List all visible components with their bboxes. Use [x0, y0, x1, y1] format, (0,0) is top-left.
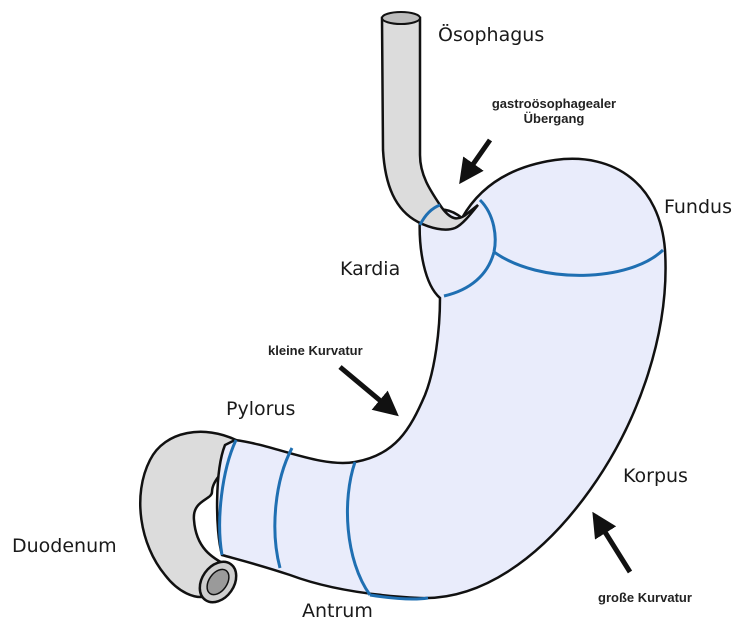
oesophagus-opening [382, 12, 420, 24]
label-duodenum: Duodenum [12, 535, 117, 557]
label-grosse-kurvatur: große Kurvatur [598, 590, 692, 605]
label-ge-junction-line1: gastroösophagealer [474, 96, 634, 111]
label-kardia: Kardia [340, 258, 400, 280]
label-korpus: Korpus [623, 465, 688, 487]
label-antrum: Antrum [302, 600, 373, 622]
arrow-grosse-kurvatur [595, 516, 630, 572]
label-oesophagus: Ösophagus [438, 24, 544, 46]
label-fundus: Fundus [664, 196, 732, 218]
label-pylorus: Pylorus [226, 398, 295, 420]
label-ge-junction-line2: Übergang [474, 111, 634, 126]
oesophagus-tube [382, 18, 478, 230]
arrow-kleine-kurvatur [340, 367, 395, 413]
arrow-ge-junction [462, 140, 490, 180]
label-kleine-kurvatur: kleine Kurvatur [268, 343, 363, 358]
label-ge-junction: gastroösophagealer Übergang [474, 96, 634, 126]
